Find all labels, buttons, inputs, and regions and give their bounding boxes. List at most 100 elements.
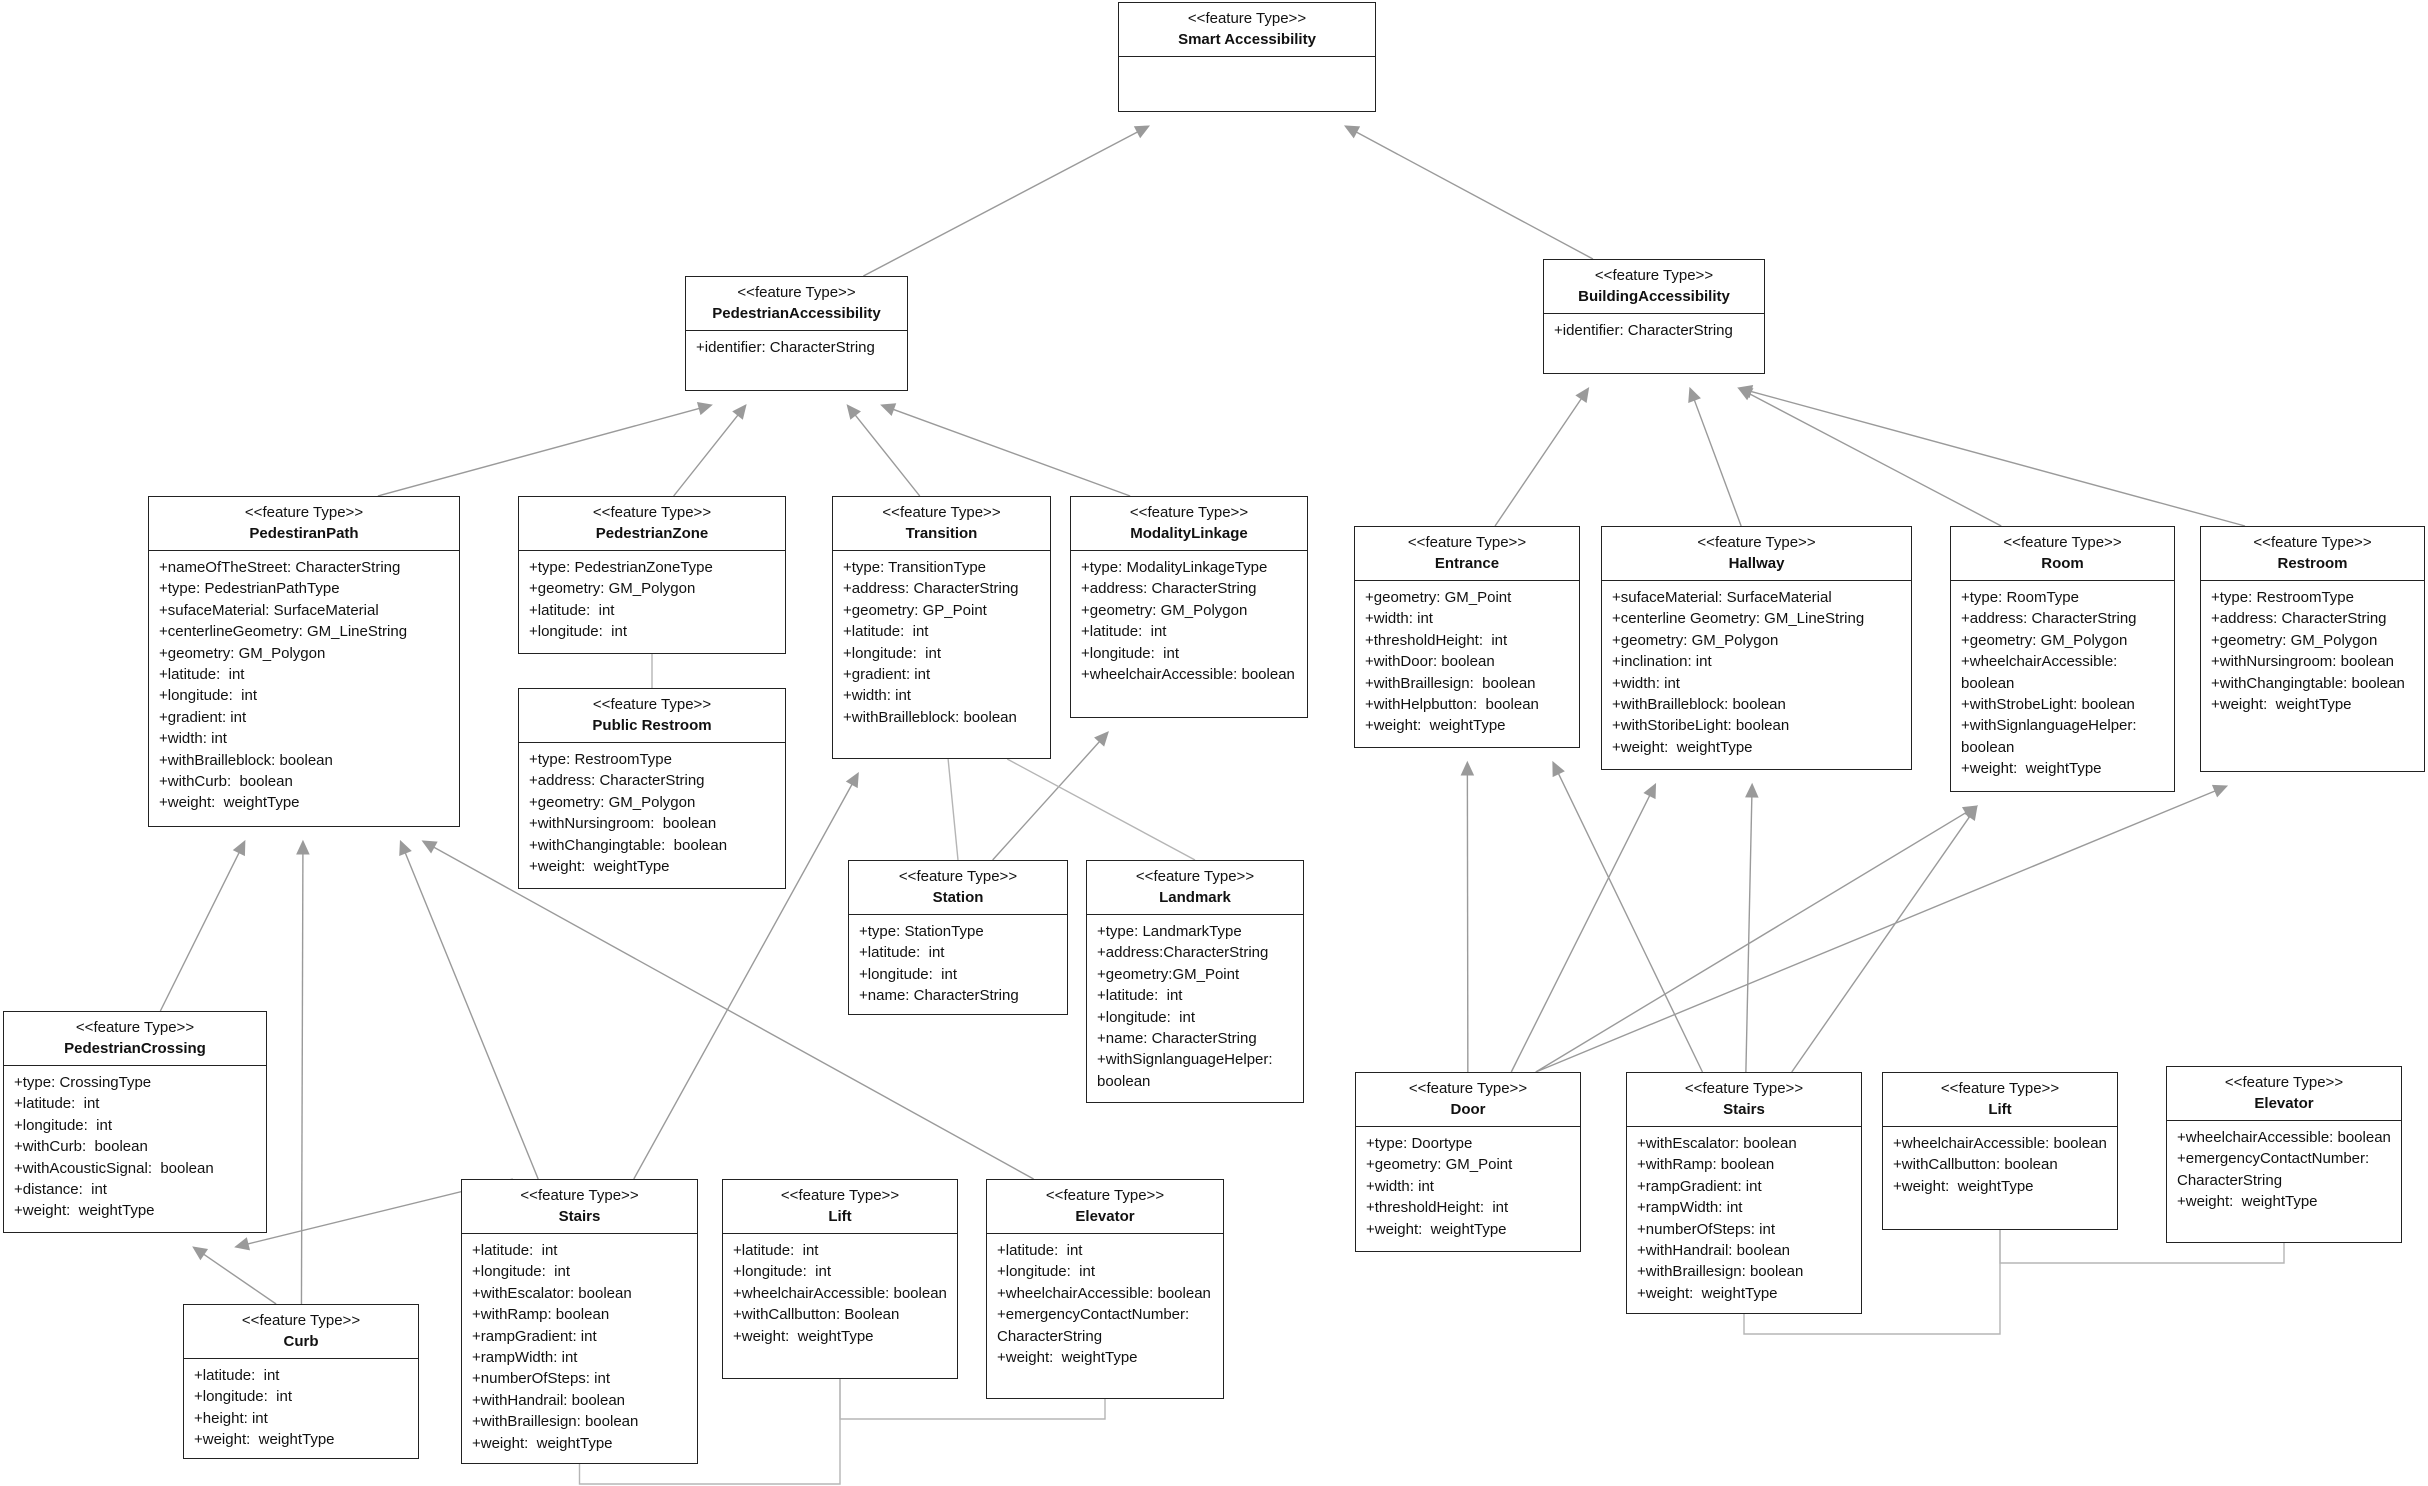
class-attribute: +width: int bbox=[1612, 674, 1680, 692]
generalization-arrowhead bbox=[1737, 385, 1754, 399]
association-line bbox=[839, 1379, 1106, 1420]
generalization-line bbox=[1749, 393, 2002, 527]
class-attribute: +latitude: int bbox=[997, 1242, 1083, 1259]
class-attribute: +address:CharacterString bbox=[1097, 944, 1269, 962]
class-stereotype: <<feature Type>> bbox=[2224, 1074, 2344, 1091]
class-attribute: +height: int bbox=[194, 1409, 268, 1427]
class-attribute: +geometry: GM_Point bbox=[1365, 589, 1512, 606]
class-name: Elevator bbox=[2254, 1095, 2314, 1112]
class-name: Room bbox=[2041, 555, 2084, 572]
class-attributes: +nameOfTheStreet: CharacterString+type: … bbox=[149, 551, 459, 820]
class-stereotype: <<feature Type>> bbox=[1135, 868, 1255, 885]
class-attribute: +geometry: GP_Point bbox=[843, 601, 987, 619]
class-name: Restroom bbox=[2277, 555, 2348, 572]
generalization-line bbox=[300, 853, 304, 1305]
class-attributes: +type: StationType+latitude: int+longitu… bbox=[849, 915, 1067, 1013]
class-modality-linkage: <<feature Type>>ModalityLinkage +type: M… bbox=[1070, 496, 1308, 718]
generalization-line bbox=[992, 741, 1100, 861]
generalization-line bbox=[633, 784, 853, 1180]
class-attribute: +numberOfSteps: int bbox=[472, 1370, 610, 1388]
class-pedestrian-crossing: <<feature Type>>PedestrianCrossing +type… bbox=[3, 1011, 267, 1233]
class-attribute: +thresholdHeight: int bbox=[1366, 1199, 1509, 1217]
class-name: Elevator bbox=[1075, 1208, 1135, 1225]
class-attribute: +latitude: int bbox=[472, 1242, 558, 1259]
class-attribute: +longitude: int bbox=[194, 1388, 292, 1406]
class-attribute: +withBrailleblock: boolean bbox=[159, 751, 333, 769]
class-attribute: +weight: weightType bbox=[529, 858, 670, 876]
class-attribute: +longitude: int bbox=[14, 1116, 112, 1134]
class-attribute: +sufaceMaterial: SurfaceMaterial bbox=[1612, 589, 1832, 606]
class-attribute: +type: CrossingType bbox=[14, 1074, 152, 1091]
class-name: Landmark bbox=[1159, 889, 1231, 906]
generalization-line bbox=[673, 414, 739, 497]
class-attribute: +wheelchairAccessible: boolean bbox=[1961, 653, 2122, 692]
class-attribute: +latitude: int bbox=[159, 666, 245, 684]
class-name: Station bbox=[932, 889, 984, 906]
generalization-line bbox=[1557, 773, 1704, 1073]
class-public-restroom: <<feature Type>>Public Restroom +type: R… bbox=[518, 688, 786, 889]
class-attribute: +wheelchairAccessible: boolean bbox=[997, 1284, 1211, 1302]
class-stereotype: <<feature Type>> bbox=[1045, 1187, 1165, 1204]
class-stereotype: <<feature Type>> bbox=[1187, 10, 1307, 27]
class-attribute: +weight: weightType bbox=[194, 1431, 335, 1449]
generalization-arrowhead bbox=[296, 839, 310, 855]
generalization-line bbox=[863, 131, 1138, 277]
class-attribute: +longitude: int bbox=[859, 965, 957, 983]
class-attribute: +latitude: int bbox=[733, 1242, 819, 1259]
generalization-line bbox=[1494, 398, 1582, 527]
class-attribute: +withSignlanguageHelper: boolean bbox=[1097, 1051, 1277, 1090]
class-attribute: +thresholdHeight: int bbox=[1365, 631, 1508, 649]
class-attribute: +withHandrail: boolean bbox=[472, 1391, 626, 1409]
class-attribute: +longitude: int bbox=[1081, 644, 1179, 662]
class-elevator-indoor: <<feature Type>>Elevator +wheelchairAcce… bbox=[2166, 1066, 2402, 1243]
class-restroom: <<feature Type>>Restroom +type: Restroom… bbox=[2200, 526, 2425, 772]
generalization-arrowhead bbox=[1963, 805, 1978, 821]
class-lift-outdoor: <<feature Type>>Lift +latitude: int+long… bbox=[722, 1179, 958, 1379]
class-attribute: +sufaceMaterial: SurfaceMaterial bbox=[159, 601, 379, 619]
class-stairs-outdoor: <<feature Type>>Stairs +latitude: int+lo… bbox=[461, 1179, 698, 1464]
class-attribute: +withSignlanguageHelper: boolean bbox=[1961, 717, 2141, 756]
class-name: Transition bbox=[905, 525, 978, 542]
class-attribute: +rampGradient: int bbox=[472, 1327, 597, 1345]
class-attribute: +withRamp: boolean bbox=[1637, 1156, 1775, 1174]
class-attributes: +latitude: int+longitude: int+wheelchair… bbox=[723, 1234, 957, 1353]
class-stereotype: <<feature Type>> bbox=[1684, 1080, 1804, 1097]
class-name: Lift bbox=[1988, 1101, 2012, 1118]
generalization-arrowhead bbox=[2211, 784, 2229, 798]
class-attribute: +withCurb: boolean bbox=[14, 1138, 148, 1156]
generalization-arrowhead bbox=[880, 403, 897, 417]
class-attribute: +gradient: int bbox=[843, 666, 931, 684]
class-entrance: <<feature Type>>Entrance +geometry: GM_P… bbox=[1354, 526, 1580, 748]
class-attribute: +emergencyContactNumber: CharacterString bbox=[997, 1306, 1194, 1345]
class-name: Curb bbox=[283, 1333, 319, 1350]
association-line bbox=[1743, 1230, 2001, 1335]
class-attribute: +rampWidth: int bbox=[472, 1349, 578, 1367]
class-attribute: +geometry: GM_Point bbox=[1366, 1156, 1513, 1174]
generalization-line bbox=[377, 407, 700, 497]
class-attribute: +latitude: int bbox=[859, 944, 945, 962]
generalization-line bbox=[1510, 795, 1651, 1073]
class-attributes: +withEscalator: boolean+withRamp: boolea… bbox=[1627, 1127, 1861, 1310]
class-attribute: +withBrailleblock: boolean bbox=[1612, 696, 1786, 714]
class-attribute: +address: CharacterString bbox=[1081, 580, 1257, 598]
class-attribute: +centerline Geometry: GM_LineString bbox=[1612, 610, 1865, 628]
class-attribute: +type: ModalityLinkageType bbox=[1081, 559, 1268, 576]
class-attribute: +withNursingroom: boolean bbox=[2211, 653, 2395, 671]
generalization-arrowhead bbox=[1643, 782, 1657, 800]
class-attribute: +weight: weightType bbox=[1893, 1177, 2034, 1195]
class-attribute: +centerlineGeometry: GM_LineString bbox=[159, 623, 408, 641]
class-attribute: +longitude: int bbox=[472, 1263, 570, 1281]
class-attribute: +longitude: int bbox=[733, 1263, 831, 1281]
class-attributes: +type: CrossingType +latitude: int +longit… bbox=[4, 1066, 266, 1228]
class-attribute: +latitude: int bbox=[14, 1095, 100, 1113]
class-stereotype: <<feature Type>> bbox=[882, 504, 1001, 521]
generalization-arrowhead bbox=[1343, 125, 1361, 139]
class-building-accessibility: <<feature Type>>BuildingAccessibility +i… bbox=[1543, 259, 1765, 374]
class-attribute: +type: PedestrianPathType bbox=[159, 580, 340, 598]
class-door: <<feature Type>>Door +type: Doortype+geo… bbox=[1355, 1072, 1581, 1252]
generalization-line bbox=[854, 414, 921, 497]
class-stereotype: <<feature Type>> bbox=[898, 868, 1018, 885]
class-attribute: +withBrailleblock: boolean bbox=[843, 708, 1017, 726]
class-attribute: +geometry: GM_Polygon bbox=[1612, 631, 1779, 649]
class-attribute: +geometry: GM_Polygon bbox=[529, 793, 696, 811]
